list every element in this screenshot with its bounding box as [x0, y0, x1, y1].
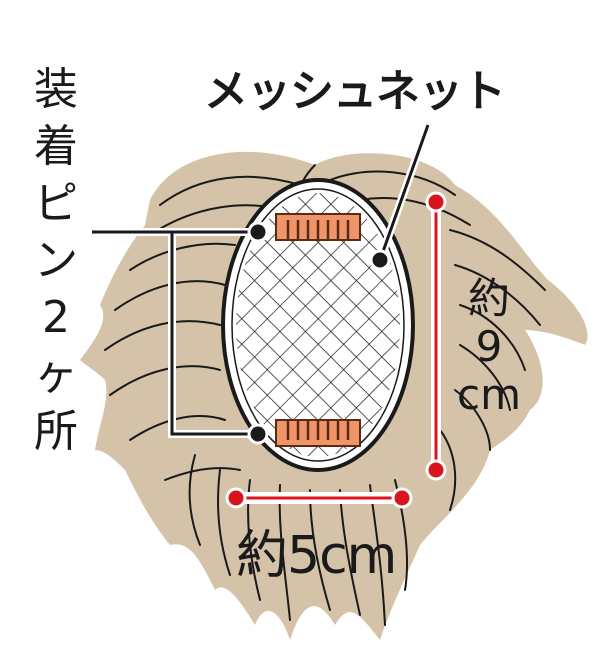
pins-label-char: 2 — [42, 292, 70, 343]
pins-label-char: ヶ — [34, 349, 78, 400]
height-label-part: cm — [456, 370, 521, 419]
pin-top — [275, 213, 361, 241]
pins-label-char: 所 — [34, 406, 78, 457]
pins-label-char: ピ — [34, 178, 78, 229]
mesh-leader-line — [369, 123, 432, 271]
pin-leader-lines — [92, 221, 269, 445]
pins-label: 装 着 ピ ン 2 ヶ 所 — [26, 68, 86, 467]
pin-bottom — [275, 419, 361, 447]
height-label-part: 9 — [475, 322, 503, 371]
width-measure-line — [225, 487, 413, 509]
pins-label-char: 装 — [34, 64, 78, 115]
pins-label-char: ン — [34, 235, 78, 286]
mesh-base — [221, 178, 415, 472]
height-label: 約 9 cm — [448, 278, 530, 422]
height-measure-line — [425, 191, 447, 481]
width-label: 約5cm — [236, 526, 397, 586]
pins-label-char: 着 — [34, 121, 78, 172]
mesh-net-label: メッシュネット — [204, 66, 506, 117]
height-label-part: 約 — [467, 274, 510, 323]
